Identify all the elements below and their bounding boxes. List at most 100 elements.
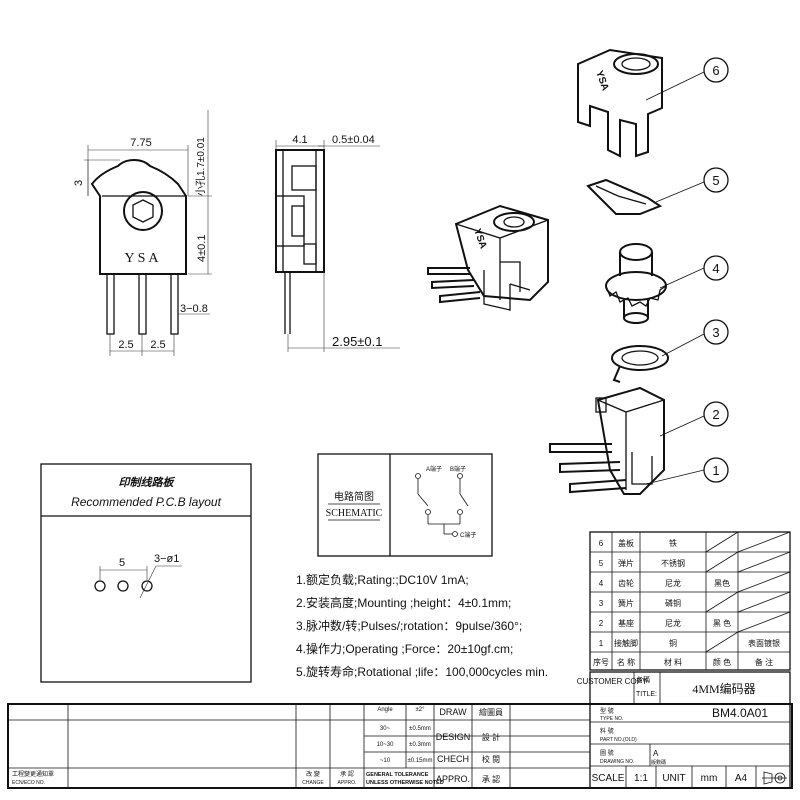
svg-text:3: 3 [712,325,719,340]
height-mid-dim: 4±0.1 [196,235,208,262]
change-en: CHANGE [302,780,324,786]
iso-logo: YSA [471,227,488,250]
schematic-title-en: SCHEMATIC [326,508,383,519]
unless-noted: UNLESS OTHERWISE NOTED [366,780,444,786]
size-value: A4 [735,773,748,784]
bom-row-1: 1 接触脚 铜 表面镀银 [599,638,780,648]
spec-4: 4.操作力;Operating ;Force：20±10gf.cm; [296,641,513,656]
svg-text:3: 3 [599,599,604,608]
drawing-cn: 圖 號 [600,749,614,757]
part-spring [586,178,663,215]
svg-text:弹片: 弹片 [618,558,634,568]
specs: 1.额定负载;Rating:;DC10V 1mA; 2.安装高度;Mountin… [296,572,548,679]
svg-text:簧片: 簧片 [618,598,634,608]
pin-c-label: C端子 [460,531,476,539]
hole-dim: 小孔1.7±0.01 [195,137,207,196]
iso-assembly: YSA [427,204,549,311]
ecn-cn: 工程變更通知單 [12,770,54,778]
side-view: 4.1 0.5±0.04 2.95±0.1 [275,134,400,352]
general-tolerance: GENERAL TOLERANCE [366,772,429,778]
bom-row-2: 2 基座 尼龙 黑 色 [599,618,731,628]
thickness-dim: 4.1 [292,134,307,146]
pcb-hole-right [141,580,153,592]
front-pin-right [170,273,179,335]
name-label: 名稱 [636,675,650,684]
svg-text:6: 6 [712,63,719,78]
rev-label: 版數碼 [651,759,666,766]
svg-text:尼龙: 尼龙 [665,618,681,628]
pcb-title-cn: 印制线路板 [119,476,176,489]
svg-text:1: 1 [599,639,604,648]
offset-dim: 0.5±0.04 [332,134,375,146]
svg-text:黑 色: 黑 色 [713,618,731,628]
check-label: CHECH [437,754,469,764]
design-label: DESIGN [436,732,471,742]
svg-text:表面镀银: 表面镀银 [748,638,780,648]
svg-text:序号: 序号 [593,657,609,667]
pin-dim: 3−0.8 [180,303,208,315]
title-value: 4MM编码器 [692,681,755,696]
draw-cn: 繪圖員 [479,707,503,717]
bom-table: 6 盖板 铁 5 弹片 不锈钢 4 齿轮 尼龙 黑色 3 簧片 磷铜 2 基座 … [589,531,791,671]
check-cn: 校 閱 [482,754,500,764]
pcb-hole-mid [117,580,129,592]
svg-text:4: 4 [712,261,719,276]
title-block: CUSTOMER COPY 名稱 TITLE: 4MM编码器 型 號 TYPE … [7,671,793,789]
bom-row-3: 3 簧片 磷铜 [599,598,681,608]
ecn-en: ECN/ECO NO. [12,780,45,786]
part-cover: YSA [577,48,663,158]
spec-2: 2.安装高度;Mounting ;height：4±0.1mm; [296,595,511,610]
svg-text:5: 5 [599,559,604,568]
front-body-outline [90,158,187,275]
callout-6: 6 [703,57,729,83]
tol1-range: 30~ [380,726,391,732]
svg-text:齿轮: 齿轮 [618,578,634,588]
pitch-left-dim: 2.5 [118,339,133,351]
svg-text:磷铜: 磷铜 [665,598,681,608]
title-label: TITLE: [636,691,657,698]
front-view: YSA 7.75 3 小孔1.7±0.01 4±0.1 3−0.8 2.5 2.… [73,110,212,356]
appro-label: APPRO. [436,774,470,784]
approve-en: APPRO. [338,780,357,786]
unit-label: UNIT [662,773,685,784]
svg-text:不锈钢: 不锈钢 [661,558,685,568]
angle-value: ±2° [415,707,425,713]
spec-1: 1.额定负载;Rating:;DC10V 1mA; [296,572,469,587]
schematic: 电路简图 SCHEMATIC A端子 B端子 C端子 [317,453,493,557]
part-base [595,386,665,495]
pin-b-label: B端子 [450,465,466,473]
tol2-range: 10~30 [377,742,395,748]
pcb-layout: 印制线路板 Recommended P.C.B layout 5 3−ø1 [40,463,252,683]
scale-value: 1:1 [634,773,648,784]
part-contact-pins [549,443,627,494]
callout-5: 5 [703,167,729,193]
svg-text:2: 2 [599,619,604,628]
pcb-hole-dim: 3−ø1 [154,553,179,565]
pcb-title-en: Recommended P.C.B layout [71,495,222,509]
tol3-range: ~10 [380,758,391,764]
unit-value: mm [701,773,718,784]
callout-3: 3 [703,319,729,345]
bom-row-6: 6 盖板 铁 [599,538,677,548]
svg-text:盖板: 盖板 [618,538,634,548]
customer-copy: CUSTOMER COPY [577,677,648,686]
front-logo: YSA [124,251,161,266]
type-cn: 型 號 [600,707,614,715]
bom-row-5: 5 弹片 不锈钢 [599,558,685,568]
bom-row-4: 4 齿轮 尼龙 黑色 [599,578,730,588]
part-en: PART NO.(OLD) [600,737,637,743]
exploded-parts: YSA [549,48,729,495]
svg-text:黑色: 黑色 [714,578,730,588]
svg-text:6: 6 [599,539,604,548]
front-pin-left [106,273,115,335]
svg-text:基座: 基座 [618,618,634,628]
pcb-hole-left [94,580,106,592]
pin-offset-dim: 2.95±0.1 [332,334,383,349]
design-cn: 設 計 [482,732,500,742]
svg-text:铜: 铜 [669,638,677,648]
svg-text:材 料: 材 料 [664,657,682,667]
svg-text:铁: 铁 [669,538,677,548]
front-pin-mid [138,273,147,335]
svg-text:1: 1 [712,463,719,478]
pcb-pitch-dim: 5 [119,557,125,569]
